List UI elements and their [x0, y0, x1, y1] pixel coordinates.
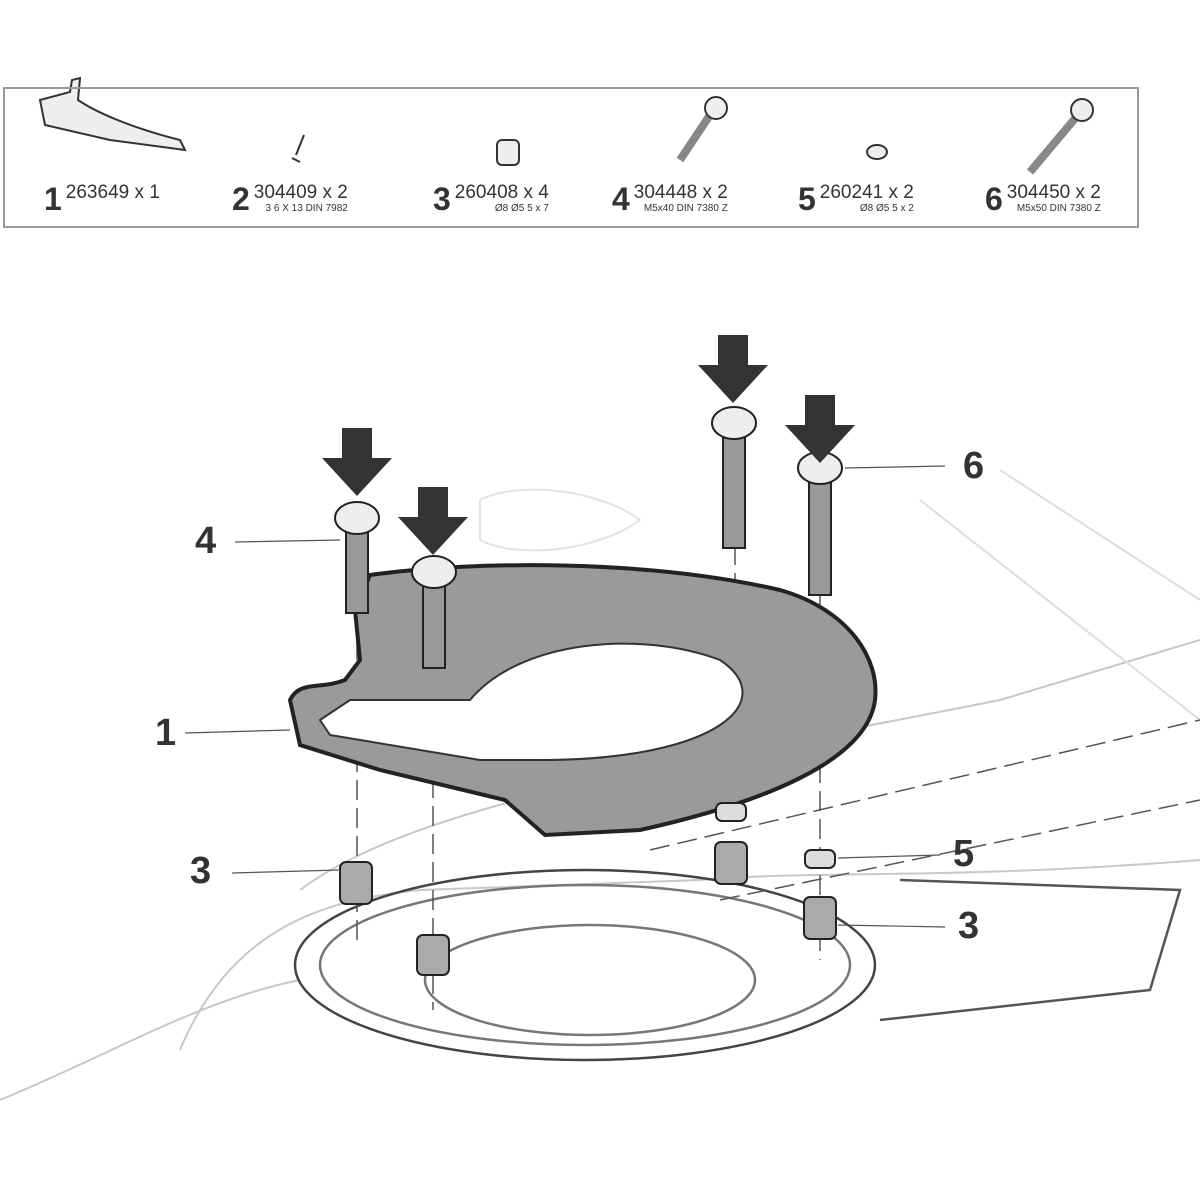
part-spec: Ø8 Ø5 5 x 7	[494, 203, 549, 214]
part-code: 304450 x 2	[1006, 182, 1101, 203]
leader-lines	[184, 465, 946, 928]
part-code: 304448 x 2	[633, 182, 728, 203]
part-code: 304409 x 2	[253, 182, 348, 203]
callout-1: 1	[155, 712, 177, 754]
part-code: 260408 x 4	[454, 182, 549, 203]
part-spec: Ø8 Ø5 5 x 2	[859, 203, 914, 214]
screw-thumb	[291, 134, 305, 163]
part-1: 1 263649 x 1	[44, 181, 160, 217]
callout-3-right: 3	[958, 905, 980, 947]
tank-ring	[293, 868, 1182, 1062]
arrow-icons	[322, 335, 855, 555]
part-number: 2	[232, 181, 250, 217]
part-number: 5	[798, 181, 816, 217]
part-spec: 3 6 X 13 DIN 7982	[265, 203, 348, 214]
bolt6-thumb	[1026, 112, 1082, 175]
part-number: 1	[44, 181, 62, 217]
part-number: 6	[985, 181, 1003, 217]
washer-thumb	[866, 144, 888, 160]
bracket-inner	[318, 642, 744, 761]
callout-6: 6	[963, 445, 985, 487]
bolt4-thumb	[676, 109, 716, 163]
part-code: 260241 x 2	[819, 182, 914, 203]
callout-5: 5	[953, 833, 975, 875]
spacers	[339, 802, 837, 976]
callout-4: 4	[195, 520, 217, 562]
part-number: 3	[433, 181, 451, 217]
spacer-thumb	[496, 139, 520, 166]
part-code: 263649 x 1	[65, 182, 160, 203]
part-thumbnails	[38, 76, 1094, 175]
bolts	[334, 406, 843, 669]
part-number: 4	[612, 181, 630, 217]
callout-3-left: 3	[190, 850, 212, 892]
part-spec: M5x50 DIN 7380 Z	[1016, 203, 1101, 214]
bracket-thumb	[38, 76, 187, 152]
parts-list	[3, 87, 1139, 228]
part-spec: M5x40 DIN 7380 Z	[643, 203, 728, 214]
